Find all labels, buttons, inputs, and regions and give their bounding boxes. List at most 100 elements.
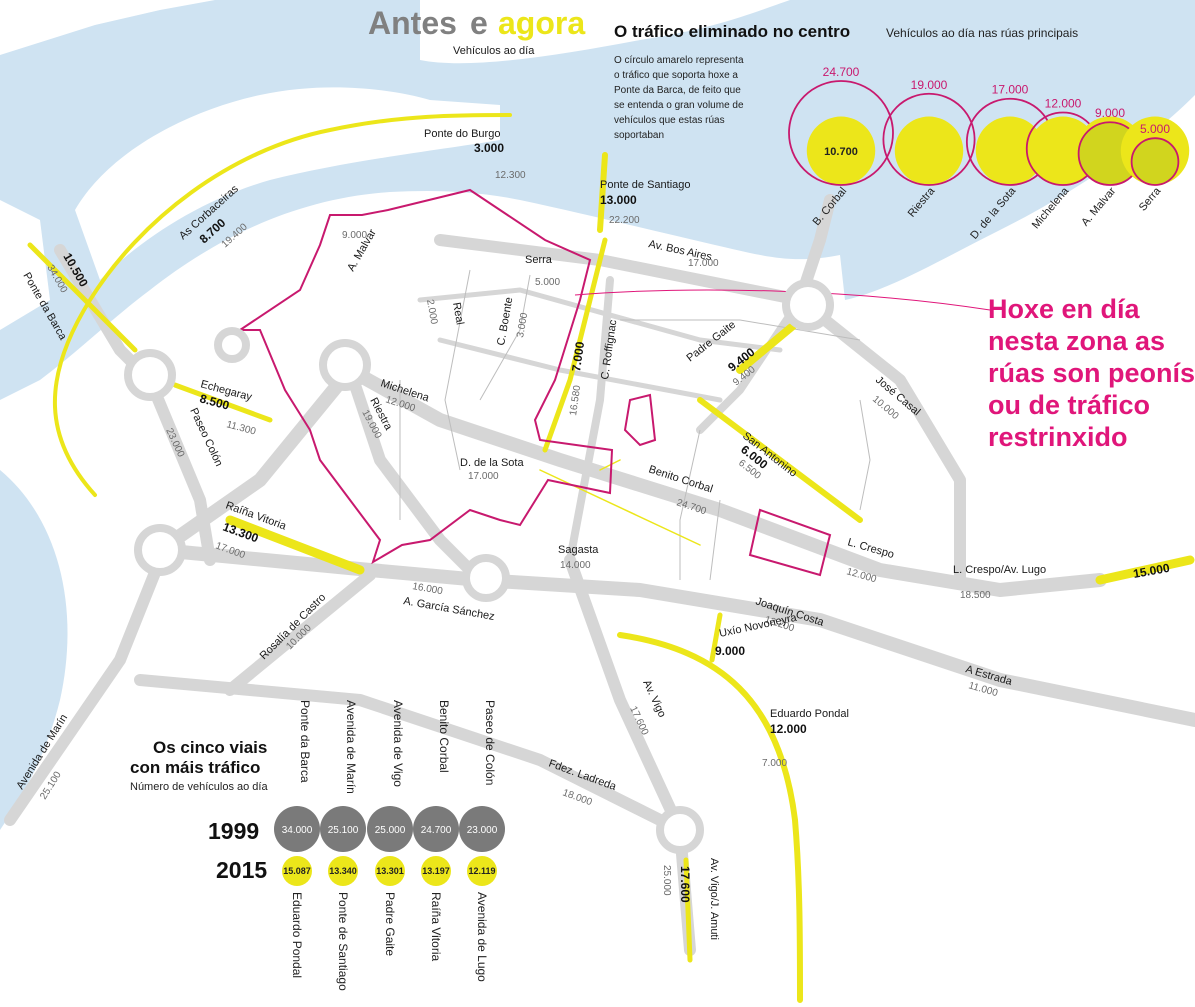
circle-2015: [421, 856, 451, 886]
value-d-sota: 17.000: [468, 471, 499, 482]
label-d-sota: D. de la Sota: [460, 457, 524, 469]
label-sagasta: Sagasta: [558, 544, 599, 556]
title-antes: Antes: [368, 5, 457, 41]
year-1999: 1999: [208, 818, 259, 844]
street-1999: Benito Corbal: [437, 700, 451, 773]
panel-desc-1: O círculo amarelo representa: [614, 55, 744, 66]
value-ponte-santiago-new: 13.000: [600, 193, 637, 207]
roundabout: [134, 524, 186, 576]
value-av-vigo-amuti-new: 17.600: [678, 866, 692, 903]
street-2015: Padre Gaite: [383, 892, 397, 956]
top-five-panel: Os cinco viais con máis tráfico Número d…: [130, 700, 505, 991]
callout-line-5: restrinxido: [988, 422, 1128, 452]
circle-2015: [328, 856, 358, 886]
bubble-old: [788, 80, 894, 186]
value-c-roffignac-new: 7.000: [569, 340, 587, 372]
panel-desc-6: soportaban: [614, 130, 664, 141]
street-2015: Avenida de Lugo: [475, 892, 489, 982]
label-c-boente: C. Boente: [495, 296, 515, 346]
label-l-crespo-lugo: L. Crespo/Av. Lugo: [953, 564, 1046, 576]
label-ponte-santiago: Ponte de Santiago: [600, 179, 691, 191]
circle-2015: [467, 856, 497, 886]
callout-leader: [574, 289, 991, 311]
minor-streets: [399, 269, 871, 581]
circle-2015: [282, 856, 312, 886]
bubble-reference: [1120, 116, 1190, 185]
value-ponte-burgo-new: 3.000: [474, 141, 504, 155]
value-c-boente: 3.000: [515, 312, 530, 339]
value-av-bos-aires: 17.000: [688, 258, 719, 269]
street-1999: Ponte da Barca: [298, 700, 312, 783]
circle-2015: [375, 856, 405, 886]
circle-1999: [459, 806, 505, 852]
street-2015: Ponte de Santiago: [336, 892, 350, 991]
header-subtitle: Vehículos ao día: [453, 45, 535, 57]
bubble-reference-value: 10.700: [824, 146, 858, 158]
label-eduardo-pondal: Eduardo Pondal: [770, 708, 849, 720]
label-av-vigo: Av. Vigo: [640, 678, 668, 719]
value-1999: 24.700: [421, 825, 452, 836]
roundabout: [656, 806, 704, 854]
bubble-street: A. Malvar: [1079, 185, 1118, 229]
panel-subtitle: Vehículos ao día nas rúas principais: [886, 26, 1078, 40]
roundabout: [214, 327, 250, 363]
value-c-roffignac-old: 16.580: [568, 384, 583, 416]
top-five-circles: 34.000 Ponte da Barca 25.100 Avenida de Mar…: [274, 700, 505, 991]
yellow-roads: [27, 113, 1195, 1003]
panel-desc-4: se entenda o gran volume de: [614, 100, 744, 111]
value-2015: 12.119: [468, 866, 495, 876]
callout-line-2: nesta zona as: [988, 326, 1165, 356]
top-five-title-1: Os cinco viais: [153, 738, 267, 757]
street-2015: Eduardo Pondal: [290, 892, 304, 978]
bubble-value: 24.700: [823, 65, 860, 79]
value-1999: 25.100: [328, 825, 359, 836]
street-1999: Paseo de Colón: [483, 700, 497, 785]
bubble-reference: [1028, 116, 1098, 185]
value-echegaray-old: 11.300: [225, 419, 257, 437]
circle-1999: [413, 806, 459, 852]
value-sagasta: 14.000: [560, 560, 591, 571]
value-serra: 5.000: [535, 277, 560, 288]
value-1999: 25.000: [375, 825, 406, 836]
bubble-reference: [806, 116, 876, 185]
panel-desc-3: Ponte da Barca, de feito que: [614, 85, 741, 96]
value-eduardo-pondal-new: 12.000: [770, 722, 807, 736]
street-1999: Avenida de Vigo: [391, 700, 405, 787]
label-paseo-colon: Paseo Colón: [187, 406, 225, 468]
roundabout: [124, 349, 176, 401]
value-eduardo-pondal-old: 7.000: [762, 758, 787, 769]
label-rosalia: Rosalía de Castro: [258, 591, 329, 662]
value-paseo-colon: 23.000: [163, 427, 186, 460]
top-five-subtitle: Número de vehículos ao día: [130, 781, 268, 793]
circle-1999: [320, 806, 366, 852]
value-a-garcia: 16.000: [411, 581, 443, 597]
top-five-title-2: con máis tráfico: [130, 758, 260, 777]
value-2015: 13.340: [329, 866, 357, 876]
label-av-vigo-amuti: Av. Vigo/J. Amuti: [708, 858, 720, 940]
bubble-value: 19.000: [911, 78, 948, 92]
circle-1999: [274, 806, 320, 852]
value-2015: 13.197: [422, 866, 450, 876]
bubble-reference: [894, 116, 964, 185]
street-2015: Raíña Vitoria: [429, 892, 443, 961]
circle-1999: [367, 806, 413, 852]
value-ponte-santiago-old: 22.200: [609, 215, 640, 226]
bubble-reference: [975, 116, 1045, 185]
value-1999: 34.000: [282, 825, 313, 836]
bubble-value: 9.000: [1095, 106, 1125, 120]
title-agora: agora: [498, 5, 585, 41]
label-real: Real: [450, 301, 466, 325]
value-uxio-new: 9.000: [715, 644, 745, 658]
value-l-crespo-lugo-new: 15.000: [1132, 561, 1171, 581]
label-serra: Serra: [525, 254, 553, 266]
value-2015: 15.087: [283, 866, 311, 876]
title-e: e: [470, 5, 488, 41]
street-1999: Avenida de Marín: [344, 700, 358, 794]
bubble-value: 5.000: [1140, 122, 1170, 136]
label-ponte-burgo: Ponte do Burgo: [424, 128, 500, 140]
value-a-malvar: 9.000: [342, 230, 367, 241]
roundabout: [782, 279, 834, 331]
header: Antes e agora Vehículos ao día: [368, 5, 585, 57]
value-av-vigo-amuti-old: 25.000: [661, 865, 672, 896]
land: [0, 87, 500, 330]
